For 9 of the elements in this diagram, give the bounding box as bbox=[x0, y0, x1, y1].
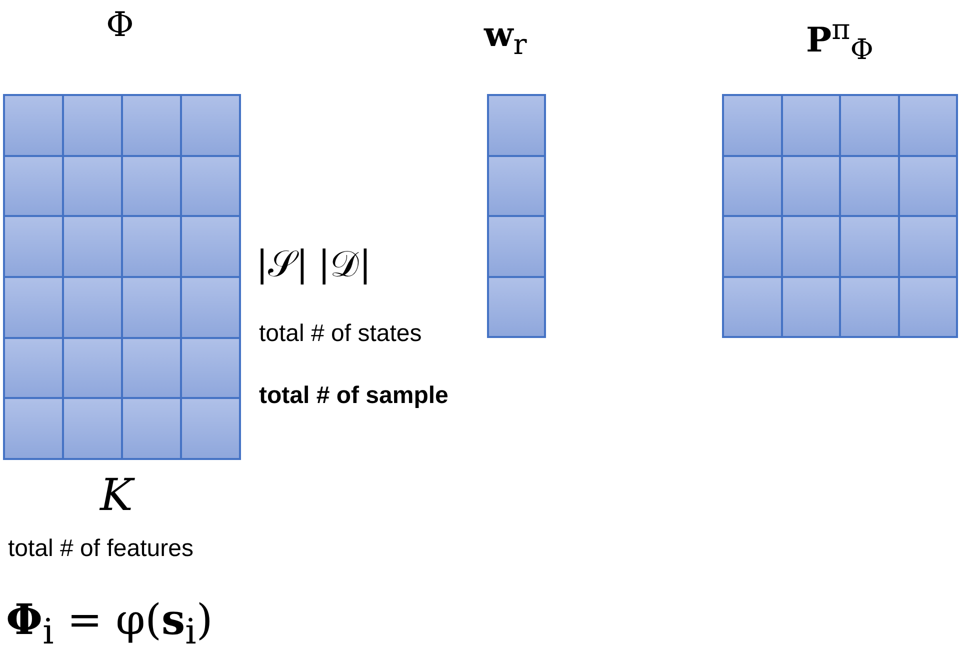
dimension-text: total # of sample bbox=[259, 382, 448, 410]
equation-text: Φ$_{i}$ = φ(s$_{i}$) bbox=[6, 595, 213, 652]
math-symbol: K bbox=[100, 470, 133, 521]
dimension-text: total # of states bbox=[259, 320, 422, 348]
matrix-label: w$_{r}$ bbox=[484, 18, 527, 60]
math-symbol: |𝒮| bbox=[256, 244, 308, 285]
dimension-text: total # of features bbox=[8, 535, 194, 563]
matrix-label: Φ bbox=[106, 8, 134, 42]
math-symbol: |𝒟| bbox=[318, 244, 372, 285]
